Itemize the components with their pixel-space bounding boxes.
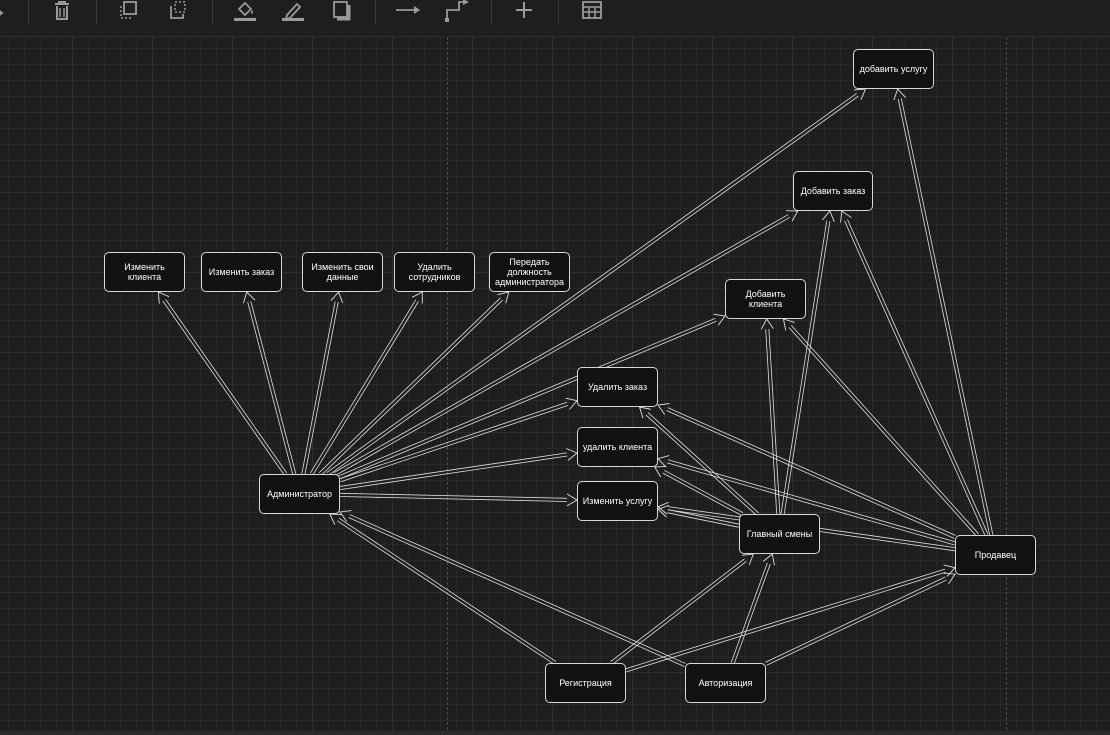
- toolbar-divider: [491, 0, 492, 24]
- bottom-scrollbar[interactable]: [0, 731, 1110, 735]
- node-change-client[interactable]: Изменить клиента: [104, 252, 185, 292]
- node-authorization[interactable]: Авторизация: [685, 663, 766, 703]
- toolbar-divider: [212, 0, 213, 24]
- page-break-line: [447, 37, 448, 735]
- to-front-icon[interactable]: [113, 0, 145, 24]
- node-transfer-admin[interactable]: Передать должность администратора: [489, 252, 570, 292]
- toolbar-divider: [96, 0, 97, 24]
- shadow-icon[interactable]: [325, 0, 357, 24]
- waypoints-icon[interactable]: [441, 0, 473, 24]
- node-delete-order[interactable]: Удалить заказ: [577, 367, 658, 407]
- toolbar: [0, 0, 1110, 37]
- node-add-service[interactable]: добавить услугу: [853, 49, 934, 89]
- node-change-order[interactable]: Изменить заказ: [201, 252, 282, 292]
- toolbar-divider: [375, 0, 376, 24]
- insert-icon[interactable]: [508, 0, 540, 24]
- node-delete-client[interactable]: удалить клиента: [577, 427, 658, 467]
- node-delete-employees[interactable]: Удалить сотрудников: [394, 252, 475, 292]
- arrow-back-icon[interactable]: [0, 0, 14, 24]
- node-shift-head[interactable]: Главный смены: [739, 514, 820, 554]
- to-back-icon[interactable]: [162, 0, 194, 24]
- node-add-client[interactable]: Добавить клиента: [725, 279, 806, 319]
- toolbar-divider: [558, 0, 559, 24]
- delete-icon[interactable]: [46, 0, 78, 24]
- node-change-own-data[interactable]: Изменить свои данные: [302, 252, 383, 292]
- node-add-order[interactable]: Добавить заказ: [793, 171, 873, 211]
- node-change-service[interactable]: Изменить услугу: [577, 481, 658, 521]
- table-icon[interactable]: [576, 0, 608, 24]
- line-color-icon[interactable]: [277, 0, 309, 24]
- node-seller[interactable]: Продавец: [955, 535, 1036, 575]
- node-registration[interactable]: Регистрация: [545, 663, 626, 703]
- node-administrator[interactable]: Администратор: [259, 474, 340, 514]
- page-break-line: [1006, 37, 1007, 735]
- fill-color-icon[interactable]: [229, 0, 261, 24]
- toolbar-divider: [28, 0, 29, 24]
- connection-icon[interactable]: [392, 0, 424, 24]
- diagram-canvas[interactable]: [0, 37, 1110, 735]
